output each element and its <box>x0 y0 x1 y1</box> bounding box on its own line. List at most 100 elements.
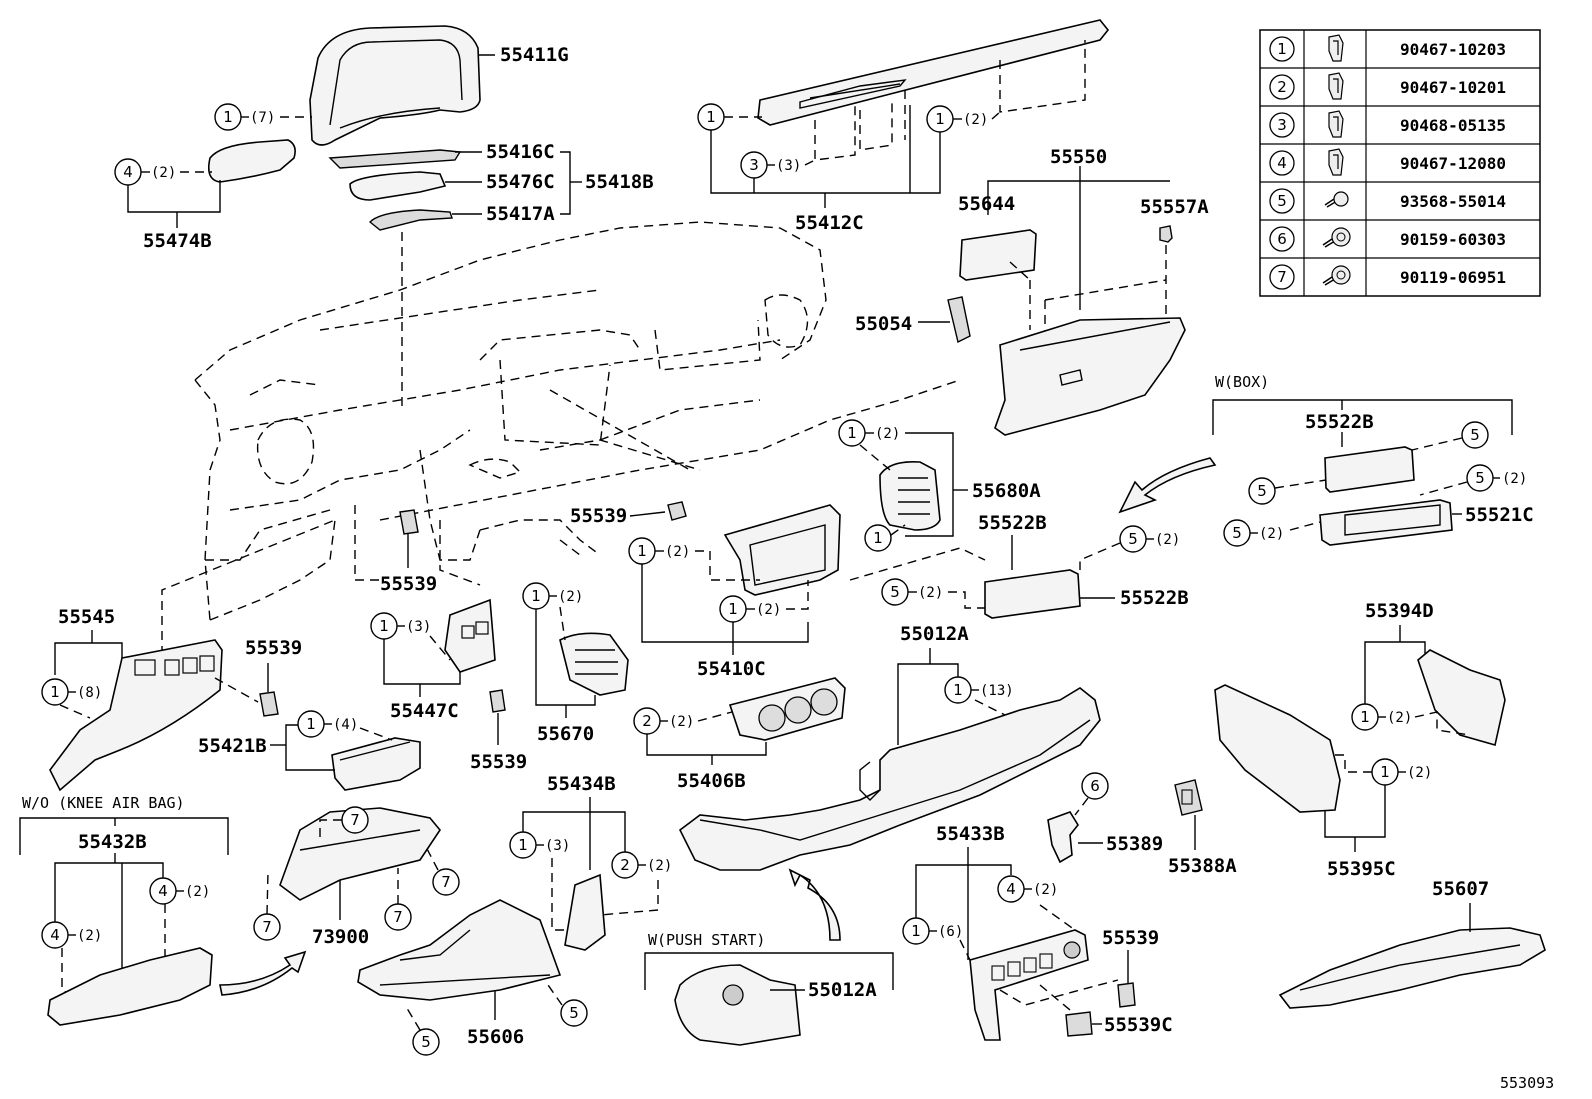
svg-text:(2): (2) <box>669 714 694 730</box>
part-55416C[interactable] <box>328 149 462 169</box>
svg-text:5: 5 <box>1232 524 1242 542</box>
legend-number-circle <box>1269 264 1295 290</box>
callout-2-55434B: 2 (2) <box>599 851 672 916</box>
variant-wo-knee-air-bag: W/O (KNEE AIR BAG) <box>22 794 185 812</box>
svg-text:5: 5 <box>1475 469 1485 487</box>
part-55539-c[interactable] <box>259 691 279 717</box>
svg-text:(2): (2) <box>756 602 781 618</box>
part-55522B[interactable] <box>984 569 1081 619</box>
callout-5-55522B-b: 5 (2) <box>881 578 985 609</box>
callout-1-55670: 1 (2) <box>522 582 583 641</box>
label-55418B: 55418B <box>585 171 654 193</box>
part-55012A-push-start[interactable] <box>674 964 801 1046</box>
svg-text:5: 5 <box>569 1004 579 1022</box>
svg-text:4: 4 <box>1006 880 1016 898</box>
part-55474B[interactable] <box>207 139 296 183</box>
callout-1-55394D: 1 (2) <box>1351 703 1471 736</box>
label-73900: 73900 <box>312 926 369 948</box>
part-55394D[interactable] <box>1417 649 1506 747</box>
label-55012A-a: 55012A <box>900 623 969 645</box>
part-55539-d[interactable] <box>489 689 506 713</box>
variant-w-push-start: W(PUSH START) <box>648 931 765 949</box>
part-55388A[interactable] <box>1174 779 1203 816</box>
callout-5-w-box-d: 5 (2) <box>1223 519 1321 547</box>
legend-number-circle <box>1269 188 1295 214</box>
part-55432B[interactable] <box>47 947 213 1026</box>
callout-1-55680A-b: 1 <box>864 524 906 552</box>
part-55412C[interactable] <box>757 19 1110 126</box>
part-55417A[interactable] <box>368 209 453 231</box>
label-55054: 55054 <box>855 313 912 335</box>
svg-text:(2): (2) <box>647 858 672 874</box>
callout-7-73900-b: 7 <box>424 844 460 896</box>
svg-text:(2): (2) <box>1259 526 1284 542</box>
part-55012A[interactable] <box>678 687 1101 871</box>
part-55476C[interactable] <box>349 171 447 201</box>
svg-text:(2): (2) <box>875 426 900 442</box>
part-55433B[interactable] <box>969 929 1089 1041</box>
svg-text:(2): (2) <box>77 928 102 944</box>
callout-1-55012A: 1 (13) <box>944 676 1014 716</box>
label-55522B-c: 55522B <box>1120 587 1189 609</box>
variant-w-box: W(BOX) <box>1215 373 1269 391</box>
callout-5-w-box-c: 5 (2) <box>1419 464 1527 496</box>
diagram-ref-number: 553093 <box>1500 1074 1554 1092</box>
part-55539-e[interactable] <box>1117 982 1136 1008</box>
part-55395C[interactable] <box>1214 684 1341 813</box>
part-55539C[interactable] <box>1065 1011 1093 1037</box>
bolt-icon <box>1322 227 1351 248</box>
legend-part-number: 90467-10201 <box>1400 78 1506 97</box>
part-55606[interactable] <box>357 899 562 1001</box>
callout-1-55412C-left: 1 <box>697 103 762 131</box>
label-55545: 55545 <box>58 606 115 628</box>
part-55410C[interactable] <box>723 504 841 596</box>
callout-7-73900-d: 7 <box>384 868 412 931</box>
part-55447C[interactable] <box>444 598 496 673</box>
legend-number: 1 <box>1277 40 1287 58</box>
part-55557A[interactable] <box>1159 225 1173 243</box>
label-55539-e: 55539 <box>1102 927 1159 949</box>
label-55557A: 55557A <box>1140 196 1209 218</box>
svg-text:1: 1 <box>1360 708 1370 726</box>
part-55522B-box[interactable] <box>1324 446 1415 493</box>
svg-text:5: 5 <box>1470 426 1480 444</box>
svg-text:1: 1 <box>847 424 857 442</box>
svg-text:(8): (8) <box>77 685 102 701</box>
part-55521C[interactable] <box>1319 499 1453 546</box>
label-55476C: 55476C <box>486 171 555 193</box>
callout-5-55606-b: 5 <box>404 1004 440 1056</box>
legend-number: 4 <box>1277 154 1287 172</box>
part-meter-hood[interactable] <box>309 25 481 146</box>
callout-2-55406B: 2 (2) <box>633 707 733 735</box>
part-55670[interactable] <box>559 632 629 696</box>
part-55550-glove-box[interactable] <box>994 317 1186 436</box>
part-55680A[interactable] <box>879 460 941 531</box>
part-55607[interactable] <box>1278 927 1546 1009</box>
part-55054[interactable] <box>947 296 971 344</box>
part-55644[interactable] <box>959 229 1037 281</box>
svg-text:1: 1 <box>706 108 716 126</box>
part-55539-a[interactable] <box>667 501 687 521</box>
part-55539-b[interactable] <box>399 509 419 535</box>
part-55389[interactable] <box>1047 811 1079 864</box>
callout-1-55395C: 1 (2) <box>1332 754 1432 786</box>
label-55550: 55550 <box>1050 146 1107 168</box>
svg-text:(6): (6) <box>938 924 963 940</box>
label-55522B-b: 55522B <box>978 512 1047 534</box>
label-55388A: 55388A <box>1168 855 1237 877</box>
svg-text:1: 1 <box>873 529 883 547</box>
svg-text:5: 5 <box>890 583 900 601</box>
label-55411G: 55411G <box>500 44 569 66</box>
part-55434B[interactable] <box>564 873 606 951</box>
legend-part-number: 90467-12080 <box>1400 154 1506 173</box>
part-55406B[interactable] <box>728 677 846 741</box>
label-55389: 55389 <box>1106 833 1163 855</box>
callout-1-55447C: 1 (3) <box>370 612 451 661</box>
part-55545[interactable] <box>49 639 223 792</box>
arrow-icon <box>1118 457 1217 514</box>
part-55421B[interactable] <box>331 737 421 791</box>
